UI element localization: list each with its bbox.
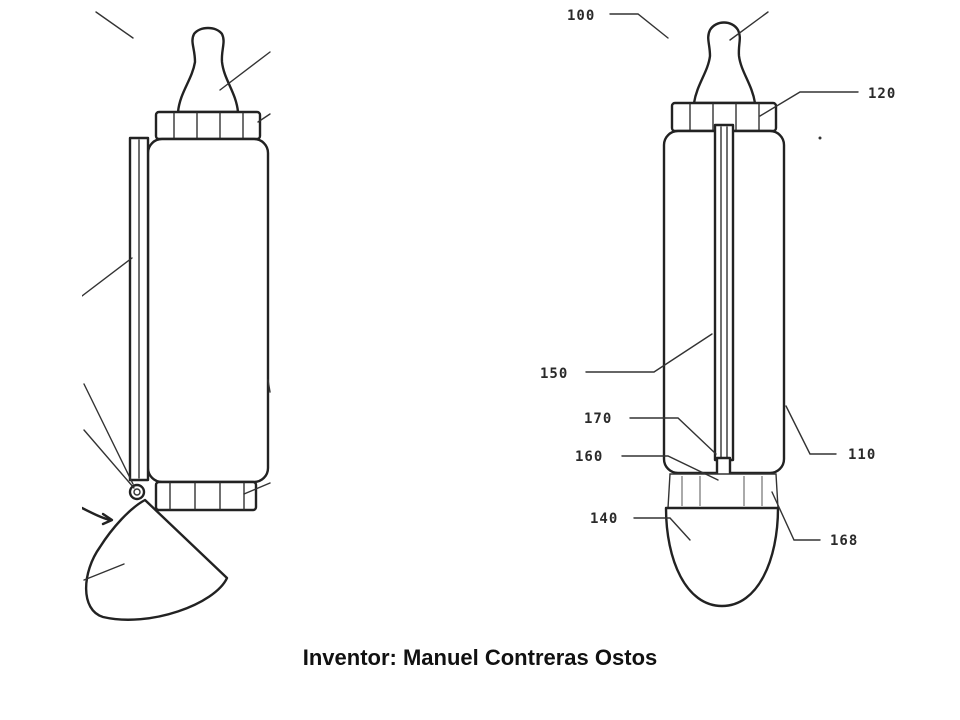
left-top-collar	[154, 110, 262, 141]
left-bottle-figure	[82, 11, 271, 621]
label-100: 100	[567, 8, 595, 24]
left-hinge	[128, 483, 146, 501]
label-160: 160	[575, 449, 603, 465]
label-150: 150	[540, 366, 568, 382]
left-rotation-arrow	[82, 506, 112, 522]
left-bottle-body	[146, 137, 270, 484]
left-nipple	[176, 26, 240, 114]
label-170: 170	[584, 411, 612, 427]
left-bottom-collar	[154, 480, 258, 512]
right-bottle-figure	[585, 11, 859, 608]
right-nipple	[692, 21, 757, 105]
reference-labels: 100 120 150 170 160 110 140 168	[540, 8, 896, 549]
right-center-rod	[713, 123, 735, 462]
label-120: 120	[868, 86, 896, 102]
right-speck	[818, 136, 822, 140]
right-bottom-cap	[664, 506, 780, 608]
label-168: 168	[830, 533, 858, 549]
label-140: 140	[590, 511, 618, 527]
label-110: 110	[848, 447, 876, 463]
inventor-caption: Inventor: Manuel Contreras Ostos	[302, 645, 658, 670]
left-open-cap	[84, 498, 229, 621]
